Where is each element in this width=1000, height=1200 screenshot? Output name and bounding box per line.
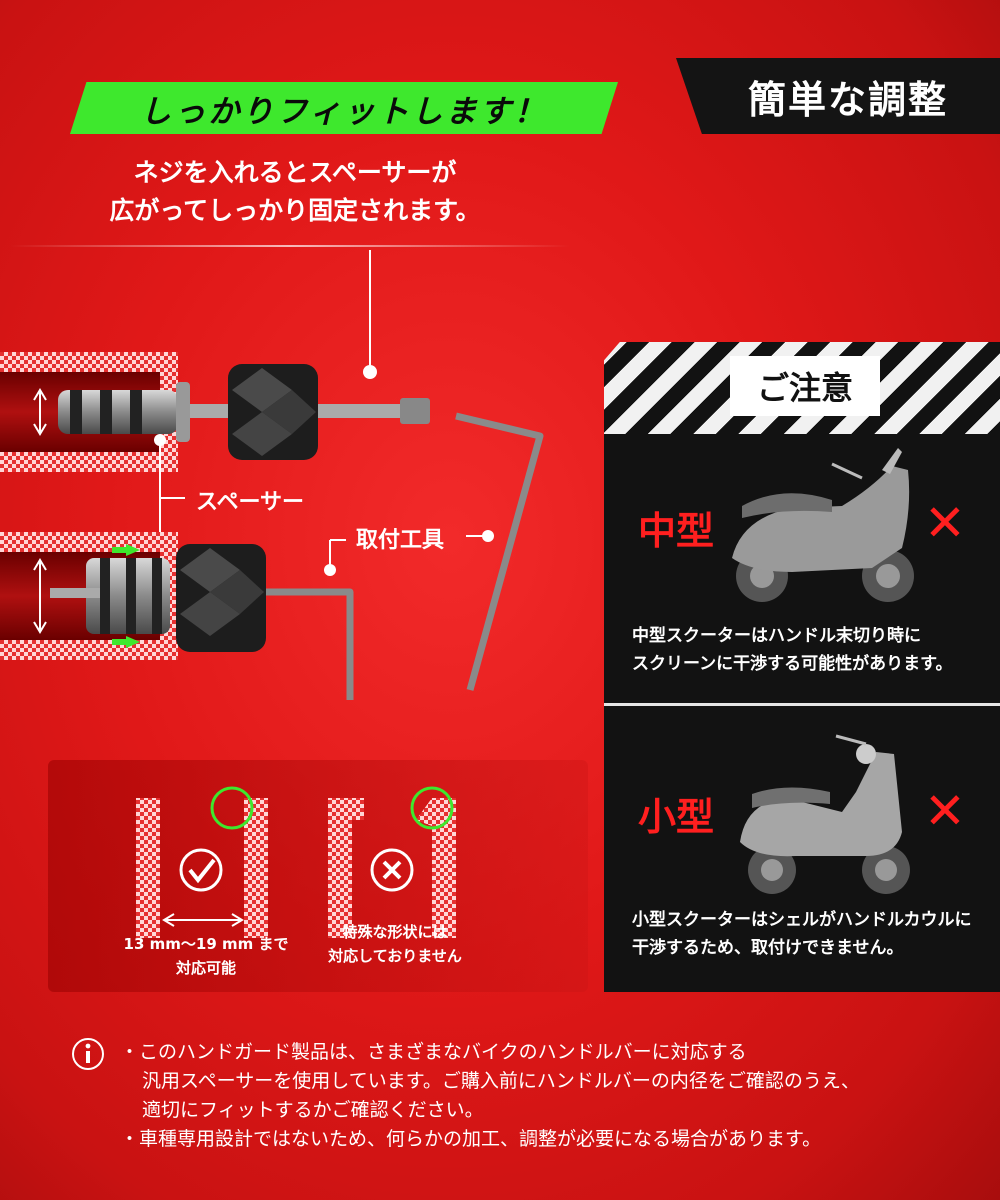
small-warning-line-2: 干渉するため、取付けできません。 bbox=[632, 938, 904, 958]
compatible-range-text: 13 mm〜19 mm まで 対応可能 bbox=[96, 932, 316, 980]
spacer-label: スペーサー bbox=[196, 490, 305, 515]
note-line-1: ・このハンドガード製品は、さまざまなバイクのハンドルバーに対応する bbox=[120, 1041, 747, 1063]
fit-banner-text: しっかりフィットします！ bbox=[140, 93, 548, 130]
info-icon bbox=[72, 1038, 104, 1070]
compatible-range-line-2: 対応可能 bbox=[175, 959, 236, 977]
adjustment-tag: 簡単な調整 bbox=[676, 58, 1000, 134]
subtitle-line-2: 広がってしっかり固定されます。 bbox=[109, 196, 481, 225]
subtitle: ネジを入れるとスペーサーが 広がってしっかり固定されます。 bbox=[60, 154, 530, 230]
note-line-4: ・車種専用設計ではないため、何らかの加工、調整が必要になる場合があります。 bbox=[120, 1128, 822, 1150]
small-scooter-image bbox=[740, 734, 910, 894]
panel-divider bbox=[604, 703, 1000, 706]
small-cross-mark: ✕ bbox=[924, 782, 966, 840]
subtitle-line-1: ネジを入れるとスペーサーが bbox=[133, 158, 457, 187]
note-line-3: 適切にフィットするかご確認ください。 bbox=[142, 1099, 484, 1121]
compatibility-shapes bbox=[136, 786, 456, 938]
incompatible-shape-line-1: 特殊な形状には bbox=[342, 923, 448, 941]
medium-scooter-image bbox=[732, 448, 914, 602]
note-line-2: 汎用スペーサーを使用しています。ご購入前にハンドルバーの内径をご確認のうえ、 bbox=[142, 1070, 860, 1092]
tool-label: 取付工具 bbox=[356, 528, 445, 553]
medium-size-label: 中型 bbox=[638, 509, 715, 553]
notice-panel bbox=[604, 342, 1000, 992]
medium-warning: 中型スクーターはハンドル末切り時に スクリーンに干渉する可能性があります。 bbox=[632, 622, 992, 678]
notes: ・このハンドガード製品は、さまざまなバイクのハンドルバーに対応する 汎用スペーサ… bbox=[120, 1038, 960, 1154]
small-size-label: 小型 bbox=[638, 795, 715, 839]
incompatible-shape-line-2: 対応しておりません bbox=[328, 947, 462, 965]
medium-warning-line-1: 中型スクーターはハンドル末切り時に bbox=[632, 626, 921, 646]
adjustment-tag-text: 簡単な調整 bbox=[747, 77, 948, 122]
compatible-range-line-1: 13 mm〜19 mm まで bbox=[123, 935, 289, 953]
incompatible-shape-text: 特殊な形状には 対応しておりません bbox=[300, 920, 490, 968]
product-illustration bbox=[0, 250, 544, 700]
medium-warning-line-2: スクリーンに干渉する可能性があります。 bbox=[632, 654, 953, 674]
small-warning-line-1: 小型スクーターはシェルがハンドルカウルに bbox=[632, 910, 972, 930]
divider bbox=[10, 245, 570, 247]
notice-title: ご注意 bbox=[730, 356, 880, 416]
small-warning: 小型スクーターはシェルがハンドルカウルに 干渉するため、取付けできません。 bbox=[632, 906, 992, 962]
medium-cross-mark: ✕ bbox=[924, 494, 966, 552]
fit-banner: しっかりフィットします！ bbox=[70, 82, 618, 134]
